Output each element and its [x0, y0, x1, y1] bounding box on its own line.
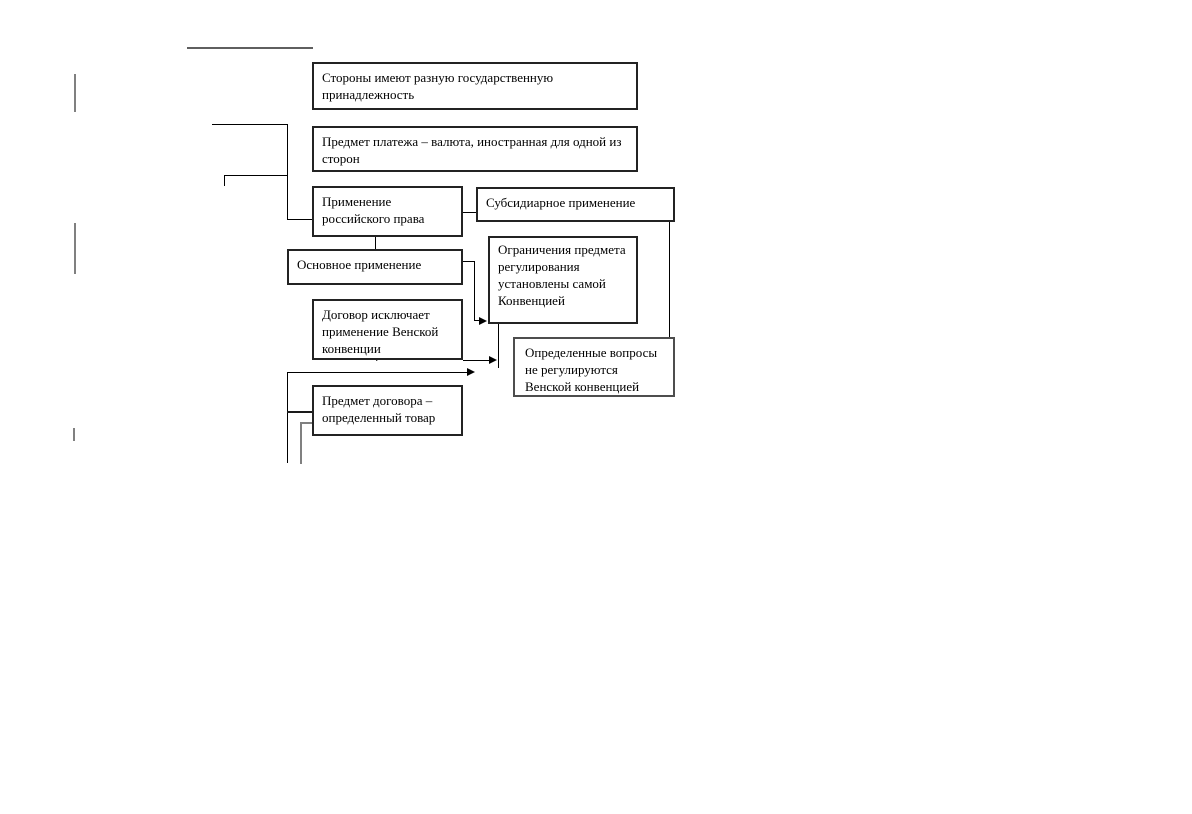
connector-excludes-junction	[463, 360, 489, 361]
box-certain-questions: Определенные вопросы не регулируются Вен…	[513, 337, 675, 397]
connector-long-v	[287, 372, 288, 463]
box-limitations: Ограничения предмета регулирования устан…	[488, 236, 638, 324]
box-payment-subject: Предмет платежа – валюта, иностранная дл…	[312, 126, 638, 172]
left-tick-1	[74, 74, 76, 112]
arrowhead-excludes-junction	[489, 356, 497, 364]
connector-subsidiary-questions-v	[669, 222, 670, 372]
arrowhead-long	[467, 368, 475, 376]
box-contract-subject: Предмет договора – определенный товар	[312, 385, 463, 436]
top-rule-line	[187, 47, 313, 49]
gray-connector-h	[300, 422, 312, 424]
connector-main-limitations-h2	[474, 320, 480, 321]
connector-russian-law-stub	[287, 219, 313, 220]
box-main-application: Основное применение	[287, 249, 463, 285]
arrowhead-into-limitations	[479, 317, 487, 325]
bracket-tick-h	[224, 175, 288, 176]
left-tick-3	[73, 428, 75, 441]
box-parties: Стороны имеют разную государственную при…	[312, 62, 638, 110]
box-contract-excludes: Договор исключает применение Венской кон…	[312, 299, 463, 360]
connector-payment-h	[212, 124, 288, 125]
box-russian-law: Применение российского права	[312, 186, 463, 237]
connector-law-main	[375, 237, 376, 249]
bracket-tick-v	[224, 175, 225, 186]
box-subsidiary: Субсидиарное применение	[476, 187, 675, 222]
connector-law-subsidiary	[463, 212, 476, 213]
junction-vertical	[498, 324, 499, 368]
connector-main-limitations-h1	[463, 261, 475, 262]
left-tick-2	[74, 223, 76, 274]
connector-payment-v	[287, 124, 288, 220]
gray-connector-v	[300, 422, 302, 464]
connector-long-h	[287, 372, 467, 373]
connector-subject-stub	[287, 411, 312, 413]
connector-main-limitations-v	[474, 261, 475, 321]
